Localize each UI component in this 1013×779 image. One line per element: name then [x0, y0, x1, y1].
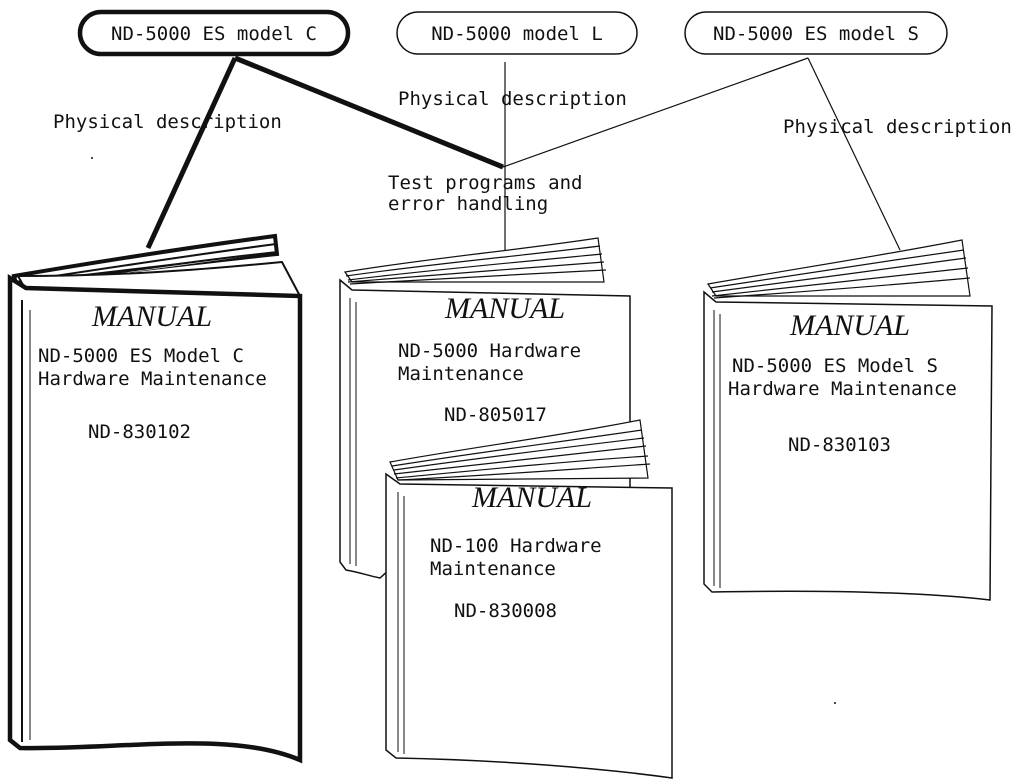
- manual-s-line2: Hardware Maintenance: [728, 378, 957, 400]
- manual-s-line1: ND-5000 ES Model S: [732, 355, 938, 377]
- manual-c-number: ND-830102: [88, 421, 191, 443]
- test-programs-label-line2: error handling: [388, 193, 548, 215]
- phys-desc-c-label: Physical description: [53, 111, 282, 133]
- manual-c-line2: Hardware Maintenance: [38, 368, 267, 390]
- model-box-c: ND-5000 ES model C: [77, 9, 351, 57]
- model-c-label: ND-5000 ES model C: [111, 23, 317, 45]
- model-box-l: ND-5000 model L: [396, 11, 638, 55]
- manual-l-number: ND-805017: [444, 404, 547, 426]
- manual-s-title: MANUAL: [789, 309, 910, 342]
- model-l-label: ND-5000 model L: [431, 23, 603, 45]
- scan-dot: [91, 157, 93, 159]
- manual-c-book: MANUAL ND-5000 ES Model C Hardware Maint…: [7, 233, 303, 764]
- scan-dot: [834, 702, 836, 704]
- manual-nd100-book: MANUAL ND-100 Hardware Maintenance ND-83…: [385, 419, 673, 779]
- manual-c-line1: ND-5000 ES Model C: [38, 345, 244, 367]
- test-programs-label-line1: Test programs and: [388, 172, 582, 194]
- phys-desc-l-label: Physical description: [398, 88, 627, 110]
- line-s-to-hub: [502, 57, 809, 168]
- manual-nd100-title: MANUAL: [471, 481, 592, 514]
- manual-nd100-number: ND-830008: [454, 600, 557, 622]
- manual-nd100-line1: ND-100 Hardware: [430, 535, 602, 557]
- model-box-s: ND-5000 ES model S: [684, 11, 948, 55]
- manual-l-title: MANUAL: [444, 292, 565, 325]
- model-s-label: ND-5000 ES model S: [713, 23, 919, 45]
- phys-desc-s-label: Physical description: [783, 116, 1012, 138]
- line-c-to-hub: [234, 55, 504, 170]
- line-s-to-manual-s: [807, 57, 901, 251]
- manual-s-book: MANUAL ND-5000 ES Model S Hardware Maint…: [703, 239, 993, 601]
- manual-l-line2: Maintenance: [398, 363, 524, 385]
- manual-s-number: ND-830103: [788, 434, 891, 456]
- manual-c-title: MANUAL: [91, 300, 212, 333]
- connector-lines: [145, 55, 901, 251]
- manual-nd100-line2: Maintenance: [430, 558, 556, 580]
- manual-l-line1: ND-5000 Hardware: [398, 340, 581, 362]
- line-c-to-manual-c: [145, 56, 238, 250]
